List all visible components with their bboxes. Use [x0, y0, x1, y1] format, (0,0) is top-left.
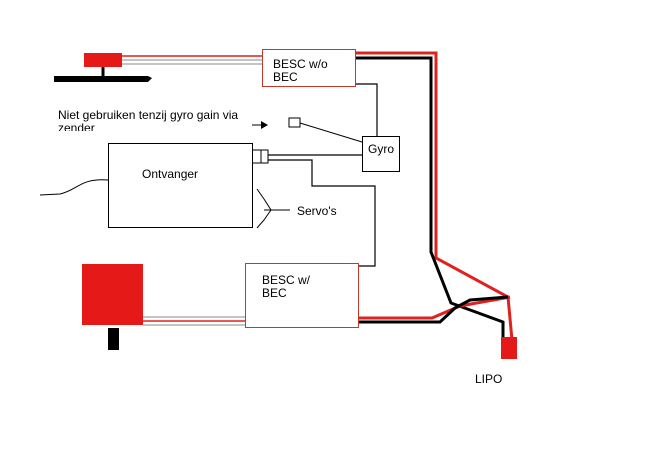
servos-label: Servo's: [297, 204, 337, 218]
lipo-label: LIPO: [475, 372, 503, 386]
tail-motor-base: [54, 76, 152, 82]
note-label-1: Niet gebruiken tenzij gyro gain via: [58, 108, 239, 122]
besc-top-label-2: BEC: [273, 70, 298, 84]
gyro-label: Gyro: [368, 142, 395, 156]
besc-bottom-box: BESC w/ BEC: [245, 263, 359, 328]
note-arrow-head: [261, 121, 268, 129]
servo-bracket: [256, 188, 290, 229]
tail-motor: [84, 53, 122, 67]
besc-bottom-label-1: BESC w/: [262, 273, 311, 287]
gain-plug: [288, 117, 301, 128]
wire-top-besc-black: [355, 56, 505, 340]
receiver-connector: [251, 149, 262, 164]
wire-gain-plug: [299, 122, 363, 143]
receiver-label: Ontvanger: [142, 167, 199, 181]
wire-bottom-besc-black: [358, 295, 509, 324]
wire-top-besc-red: [355, 51, 514, 341]
besc-bottom-label-2: BEC: [262, 286, 287, 300]
receiver-antenna: [39, 179, 109, 196]
main-motor-shaft: [108, 328, 119, 350]
receiver-box: Ontvanger: [108, 143, 253, 228]
main-motor: [82, 264, 143, 325]
besc-top-box: BESC w/o BEC: [262, 49, 356, 87]
besc-top-label-1: BESC w/o: [273, 57, 328, 71]
note-label-2: zender: [58, 122, 95, 131]
receiver-connector-2: [260, 149, 269, 164]
wire-receiver-besc: [268, 159, 376, 267]
gyro-box: Gyro: [362, 136, 400, 172]
wire-top-besc-signal: [355, 83, 378, 136]
lipo-battery: [501, 337, 517, 359]
wire-bottom-besc-red: [358, 295, 511, 320]
